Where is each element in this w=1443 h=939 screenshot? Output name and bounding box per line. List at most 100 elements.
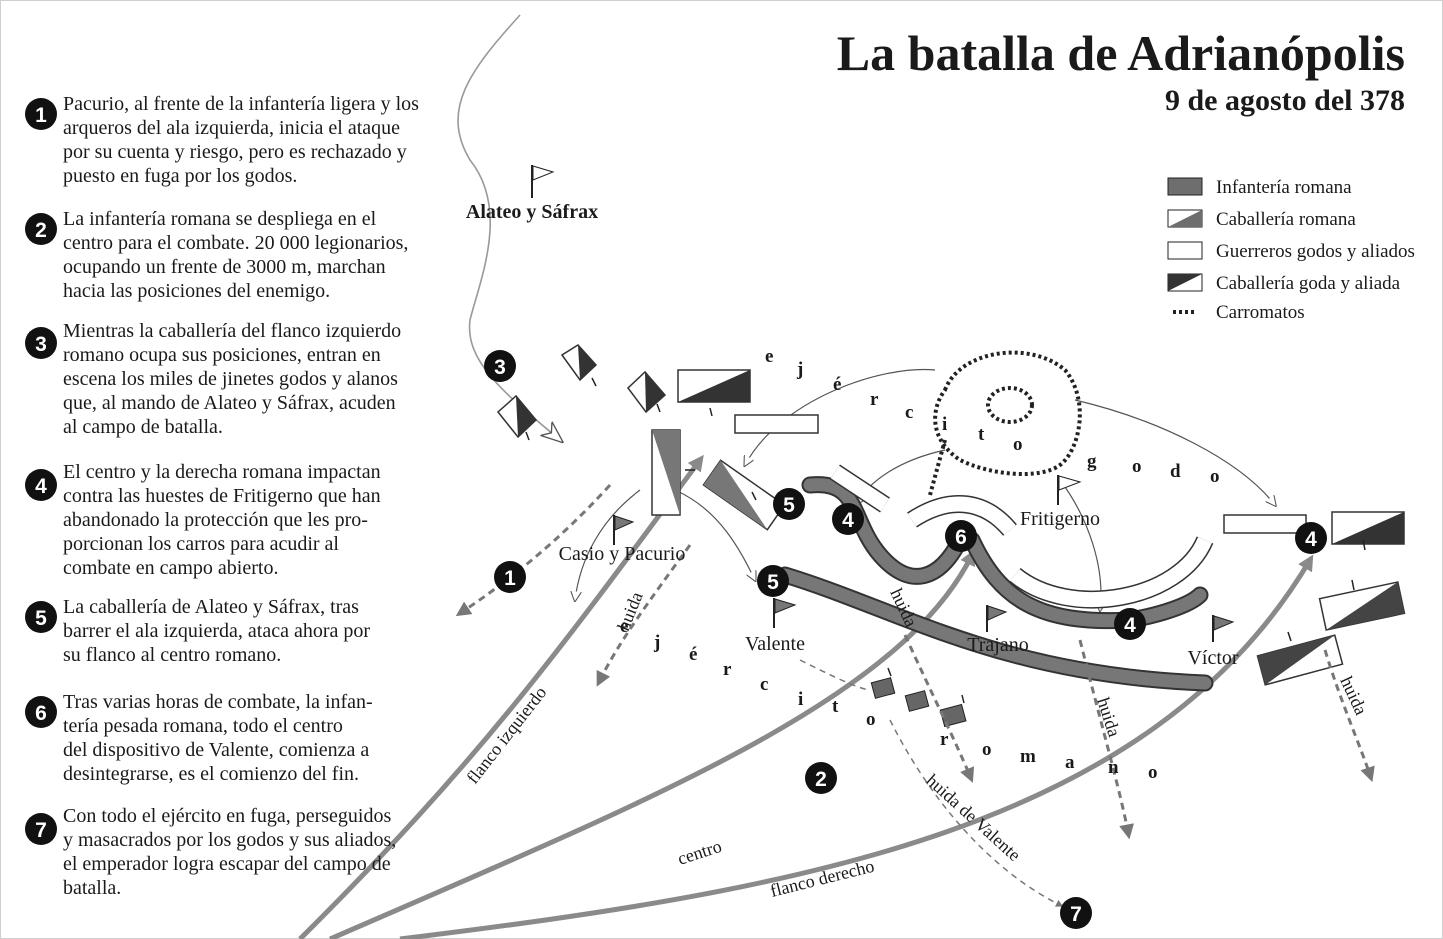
map-marker: 5: [757, 565, 789, 597]
step-line: Mientras la caballería del flanco izquie…: [63, 320, 401, 342]
gothic-cavalry-unit: [560, 344, 598, 382]
svg-text:6: 6: [955, 526, 967, 549]
goth-army-letter: j: [796, 359, 803, 380]
svg-text:2: 2: [815, 768, 827, 791]
step-line: al campo de batalla.: [63, 416, 223, 438]
commander-label-casio-pacurio: Casio y Pacurio: [559, 543, 686, 565]
step-line: porcionan los carros para acudir al: [63, 533, 339, 555]
roman-army-letter: a: [1065, 752, 1075, 773]
step-line: y masacrados por los godos y sus aliados…: [63, 829, 396, 851]
svg-text:7: 7: [1070, 903, 1082, 926]
step-line: contra las huestes de Fritigerno que han: [63, 485, 381, 507]
gothic-cavalry-unit: [677, 369, 751, 403]
map-marker: 7: [1060, 897, 1092, 929]
step-line: escena los miles de jinetes godos y alan…: [63, 368, 398, 390]
svg-text:Carromatos: Carromatos: [1216, 302, 1305, 323]
roman-infantry-block: [904, 690, 930, 712]
map-marker: 2: [805, 762, 837, 794]
svg-text:4: 4: [1305, 528, 1317, 551]
svg-text:Caballería romana: Caballería romana: [1216, 209, 1356, 230]
step-number: 4: [35, 475, 47, 498]
steps-list: 1 Pacurio, al frente de la infantería li…: [25, 93, 419, 899]
step-line: su flanco al centro romano.: [63, 644, 281, 666]
step-2: 2 La infantería romana se despliega en e…: [25, 208, 408, 302]
goth-army-letter: t: [978, 424, 985, 445]
step-line: ocupando un frente de 3000 m, marchan: [63, 256, 386, 278]
step-number: 7: [35, 819, 47, 842]
step-5: 5 La caballería de Alateo y Sáfrax, tras…: [25, 596, 370, 666]
step-line: puesto en fuga por los godos.: [63, 165, 297, 187]
roman-army-letter: t: [832, 696, 839, 717]
commander-label-valente: Valente: [745, 633, 805, 655]
svg-text:5: 5: [783, 494, 795, 517]
step-line: desintegrarse, es el comienzo del fin.: [63, 763, 359, 785]
map-marker: 6: [945, 520, 977, 552]
flight-arrow: [1078, 639, 1134, 840]
goth-army-letter: g: [1087, 451, 1097, 472]
label-huida: huida: [613, 589, 647, 634]
roman-infantry-block: [939, 703, 967, 728]
gothic-cavalry-unit: [496, 394, 538, 439]
step-line: que, al mando de Alateo y Sáfrax, acuden: [63, 392, 396, 414]
roman-cavalry-unit: [702, 459, 786, 531]
roman-army-letter: j: [653, 632, 660, 653]
commander-flags: [531, 165, 1235, 642]
flag-trajano: [986, 605, 1008, 632]
gothic-cavalry-unit: [1331, 511, 1405, 545]
goth-army-letter: i: [942, 414, 947, 435]
map-marker: 4: [1114, 608, 1146, 640]
step-marker: [25, 696, 57, 728]
flight-arrow: [903, 634, 975, 783]
goth-army-letter: e: [765, 346, 773, 367]
label-centro: centro: [675, 836, 724, 869]
roman-army-letter: o: [1148, 762, 1158, 783]
goth-counter-arrow: [745, 368, 936, 465]
step-line: combate en campo abierto.: [63, 557, 278, 579]
roman-army-letter: r: [723, 659, 732, 680]
step-marker: [25, 601, 57, 633]
step-number: 2: [35, 219, 47, 242]
legend-item-gothic-warriors: Guerreros godos y aliados: [1167, 241, 1415, 262]
roman-army-letter: r: [940, 729, 949, 750]
step-marker: [25, 213, 57, 245]
svg-text:4: 4: [1124, 614, 1136, 637]
roman-center-arrow: [329, 549, 975, 939]
step-marker: [25, 327, 57, 359]
goth-cavalry-arrow: [674, 489, 755, 580]
flag-fritigerno: [1057, 475, 1082, 505]
step-number: 3: [35, 333, 47, 356]
step-line: hacia las posiciones del enemigo.: [63, 280, 330, 302]
svg-text:5: 5: [767, 571, 779, 594]
roman-infantry-block: [870, 677, 896, 699]
legend-item-wagons: Carromatos: [1173, 302, 1305, 323]
commander-label-victor: Víctor: [1187, 647, 1238, 669]
flight-arrow: [596, 544, 692, 687]
goth-army-label: e j é r c i t o g o d o: [765, 346, 1220, 487]
step-6: 6 Tras varias horas de combate, la infan…: [25, 691, 373, 785]
step-number: 1: [35, 104, 47, 127]
step-marker: [25, 98, 57, 130]
label-huida: huida: [1093, 695, 1124, 739]
gothic-cavalry-unit: [1256, 634, 1344, 686]
map-marker: 4: [832, 503, 864, 535]
step-line: barrer el ala izquierda, ataca ahora por: [63, 620, 370, 642]
step-line: Tras varias horas de combate, la infan-: [63, 691, 373, 713]
commander-label-alateo-safrax: Alateo y Sáfrax: [466, 201, 598, 223]
gothic-warriors-block: [734, 414, 819, 434]
roman-cavalry-unit: [651, 429, 681, 516]
gothic-warriors-block: [1223, 514, 1307, 534]
label-huida-de-valente: huida de Valente: [922, 770, 1024, 865]
roman-right-flank-arrow: [399, 554, 1314, 939]
step-line: romano ocupa sus posiciones, entran en: [63, 344, 381, 366]
label-flanco-derecho: flanco derecho: [768, 856, 876, 901]
wagon-tail: [928, 439, 947, 496]
step-1: 1 Pacurio, al frente de la infantería li…: [25, 93, 419, 187]
map-marker: 5: [773, 488, 805, 520]
step-line: El centro y la derecha romana impactan: [63, 461, 381, 483]
goth-army-letter: o: [1013, 434, 1023, 455]
goth-cavalry-arrow: [575, 489, 641, 600]
roman-left-flank-arrow: [298, 454, 704, 939]
legend-item-gothic-cavalry: Caballería goda y aliada: [1167, 273, 1401, 294]
step-line: por su cuenta y riesgo, pero es rechazad…: [63, 141, 407, 163]
